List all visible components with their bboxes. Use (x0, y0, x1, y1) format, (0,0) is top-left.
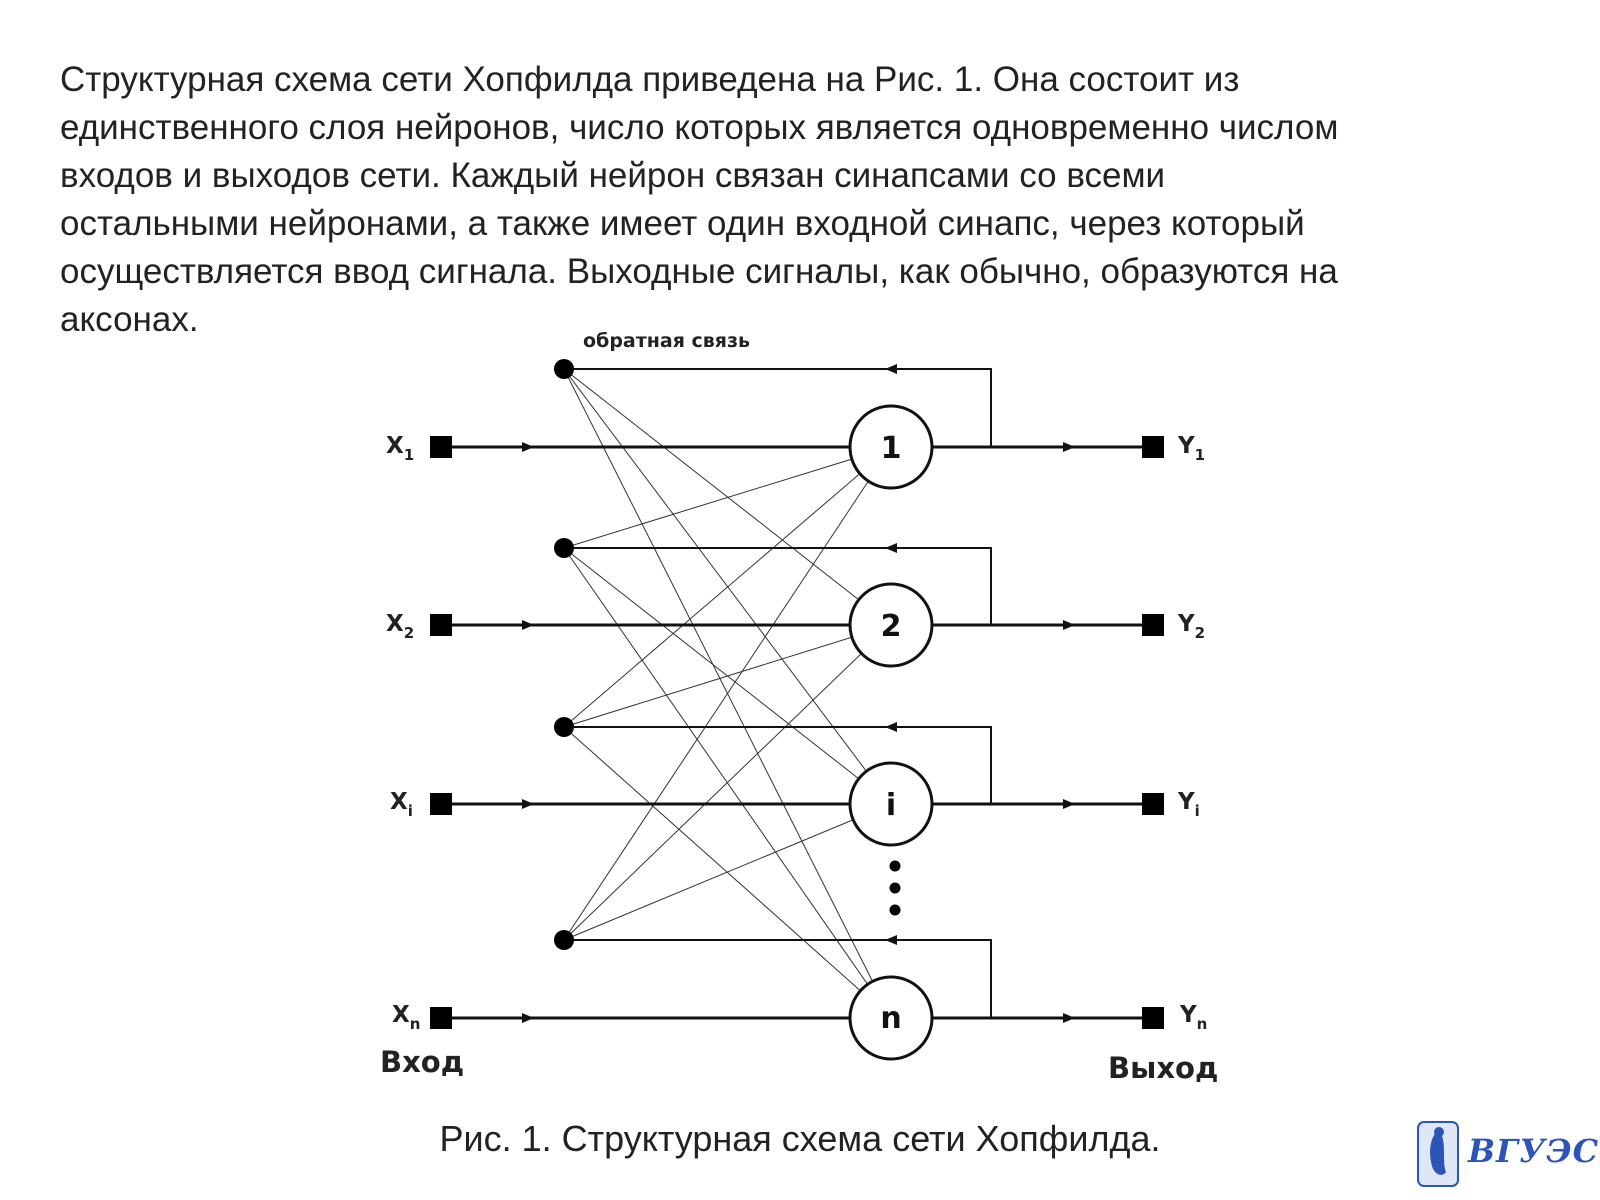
ellipsis-dot (889, 904, 901, 916)
output-label-y1: Y1 (1177, 433, 1205, 464)
logo-text: ВГУЭС (1468, 1132, 1600, 1170)
synapse-link (563, 624, 892, 941)
synapse-link (563, 446, 892, 941)
feedback-node (554, 930, 574, 950)
neuron (848, 761, 934, 847)
feedback-arrow-icon (885, 722, 897, 732)
signal-lines (451, 364, 1143, 1023)
output-arrow-icon (1063, 442, 1075, 452)
input-terminal (430, 614, 452, 636)
synapse-links (563, 368, 892, 1019)
input-label-x2: X2 (386, 611, 414, 642)
intro-paragraph: Структурная схема сети Хопфилда приведен… (60, 56, 1560, 344)
input-label-x1: X1 (386, 433, 414, 464)
output-label-yi: Yi (1177, 789, 1200, 820)
feedback-arrow-icon (885, 935, 897, 945)
paragraph-line: единственного слоя нейронов, число котор… (60, 108, 1339, 147)
input-terminal (430, 436, 452, 458)
output-label-y2: Y2 (1177, 611, 1205, 642)
paragraph-line: аксонах. (60, 300, 199, 339)
synapse-link (563, 446, 892, 549)
feedback-node (554, 359, 574, 379)
synapse-link (563, 624, 892, 728)
output-arrow-icon (1063, 1013, 1075, 1023)
paragraph-line: осуществляется ввод сигнала. Выходные си… (60, 252, 1338, 291)
ellipsis-dot (889, 860, 901, 872)
output-terminal (1142, 436, 1164, 458)
input-label-xi: Xi (390, 789, 413, 820)
input-terminal (430, 1007, 452, 1029)
synapse-link (563, 803, 892, 941)
logo-figure-icon (1417, 1121, 1459, 1187)
input-arrow-icon (522, 442, 534, 452)
neuron (848, 582, 934, 668)
ellipsis-dot (889, 882, 901, 894)
feedback-line (564, 547, 992, 625)
paragraph-line: Структурная схема сети Хопфилда приведен… (60, 60, 1240, 99)
neuron (848, 975, 934, 1061)
neuron-label-n: n (880, 1001, 901, 1036)
output-terminal (1142, 614, 1164, 636)
output-arrow-icon (1063, 799, 1075, 809)
neuron-label-i: i (886, 788, 896, 823)
figure-caption: Рис. 1. Структурная схема сети Хопфилда. (439, 1118, 1161, 1159)
university-logo: ВГУЭС (1412, 1118, 1598, 1190)
feedback-label: обратная связь (583, 330, 750, 352)
feedback-line (564, 726, 992, 804)
neuron-label-2: 2 (881, 609, 902, 644)
output-heading: Выход (1108, 1051, 1218, 1085)
feedback-arrow-icon (885, 543, 897, 553)
output-label-yn: Yn (1179, 1002, 1207, 1033)
input-terminal (430, 793, 452, 815)
feedback-node (554, 538, 574, 558)
paragraph-line: остальными нейронами, а также имеет один… (60, 204, 1305, 243)
feedback-node (554, 717, 574, 737)
input-arrow-icon (522, 1013, 534, 1023)
input-arrow-icon (522, 799, 534, 809)
neuron (848, 404, 934, 490)
feedback-arrow-icon (885, 364, 897, 374)
output-arrow-icon (1063, 620, 1075, 630)
input-heading: Вход (380, 1045, 464, 1079)
synapse-link (563, 446, 892, 728)
input-arrow-icon (522, 620, 534, 630)
neuron-label-1: 1 (881, 431, 902, 466)
output-terminal (1142, 793, 1164, 815)
feedback-line (564, 939, 992, 1018)
feedback-line (564, 368, 992, 447)
paragraph-line: входов и выходов сети. Каждый нейрон свя… (60, 156, 1166, 195)
output-terminal (1142, 1007, 1164, 1029)
input-label-xn: Xn (392, 1002, 420, 1033)
diagram-nodes (430, 359, 1164, 1061)
